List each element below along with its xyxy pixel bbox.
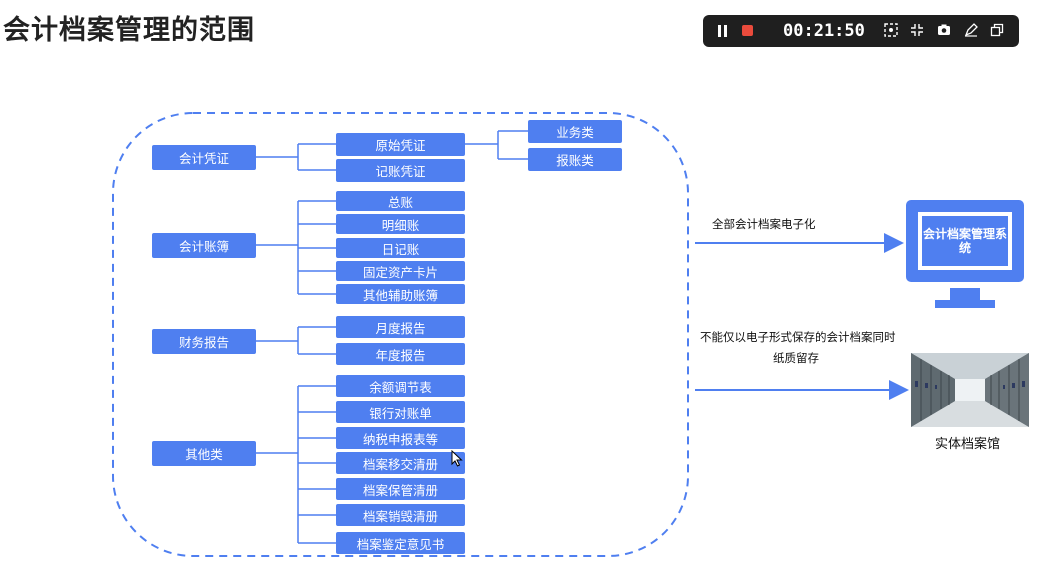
arrow-bottom-label-line2: 纸质留存 [773,351,819,365]
stop-icon[interactable] [742,25,753,36]
item-box: 余额调节表 [336,375,465,397]
collapse-icon[interactable] [909,23,925,39]
item-box: 总账 [336,191,465,211]
item-box: 档案鉴定意见书 [336,532,465,554]
system-label: 会计档案管理系统 [922,216,1008,266]
item-box: 明细账 [336,214,465,234]
item-box: 日记账 [336,238,465,258]
monitor-neck [950,288,980,300]
voucher-type-box: 业务类 [528,120,622,143]
item-box: 档案保管清册 [336,478,465,500]
item-box: 固定资产卡片 [336,261,465,281]
archive-label: 实体档案馆 [935,437,1001,452]
camera-icon[interactable] [936,23,952,39]
archive-photo [911,353,1029,427]
item-box: 银行对账单 [336,401,465,423]
item-box: 月度报告 [336,316,465,338]
item-box: 其他辅助账簿 [336,284,465,304]
minimize-window-icon[interactable] [989,23,1005,39]
page-title: 会计档案管理的范围 [3,15,255,46]
arrow-top-label: 全部会计档案电子化 [712,217,816,231]
category-box-ledger: 会计账簿 [152,233,256,258]
item-box: 年度报告 [336,343,465,365]
screen-recorder-toolbar: 00:21:50 [703,15,1019,47]
category-box-other: 其他类 [152,441,256,466]
recording-timer: 00:21:50 [783,21,865,41]
item-box: 纳税申报表等 [336,427,465,449]
screenshot-region-icon[interactable] [883,23,899,39]
dashed-frame [112,112,689,557]
mouse-cursor-icon [451,450,463,467]
monitor-base [935,300,995,308]
category-box-report: 财务报告 [152,329,256,354]
category-box-voucher: 会计凭证 [152,145,256,170]
item-box: 档案移交清册 [336,452,465,474]
voucher-type-box: 报账类 [528,148,622,171]
pause-icon[interactable] [718,25,727,37]
arrow-bottom-label-line1: 不能仅以电子形式保存的会计档案同时 [700,330,896,344]
pen-icon[interactable] [963,23,979,39]
item-box: 记账凭证 [336,159,465,182]
item-box: 原始凭证 [336,133,465,156]
item-box: 档案销毁清册 [336,504,465,526]
